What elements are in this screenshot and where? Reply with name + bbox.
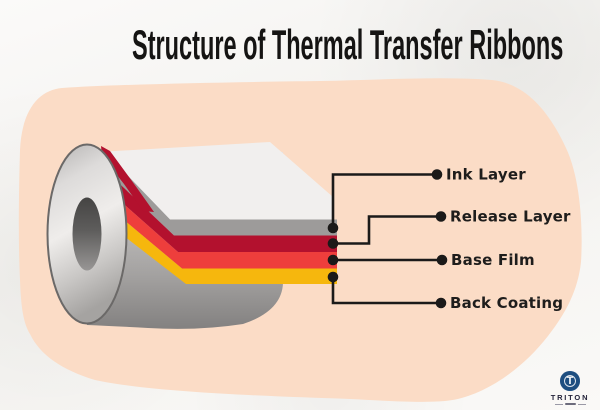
- base-film-dot: [327, 254, 339, 266]
- release-layer-band: [101, 168, 337, 252]
- peel-wedge: [101, 146, 154, 212]
- callout-lines: [331, 173, 442, 305]
- layer-end-dots: [327, 222, 339, 283]
- release-layer-label-dot: [435, 211, 447, 222]
- base-film-band: [100, 184, 337, 269]
- logo-tagline-marks: [547, 403, 593, 405]
- logo-brand-name: TRITON: [550, 393, 590, 402]
- back-coating-band: [98, 200, 337, 284]
- ink-layer-dot: [327, 222, 339, 234]
- back-coating-dot: [327, 271, 339, 283]
- release-layer-connector: [333, 215, 441, 245]
- ink-layer-label-dot: [431, 169, 443, 180]
- roll-core-hole: [72, 197, 102, 271]
- ink-layer-label: Ink Layer: [446, 166, 526, 184]
- release-layer-dot: [327, 238, 339, 249]
- ink-layer-band: [103, 152, 337, 236]
- label-side-dots: [431, 169, 448, 309]
- callout-labels: Ink Layer Release Layer Base Film Back C…: [446, 166, 571, 313]
- back-coating-connector: [331, 277, 441, 305]
- release-layer-label: Release Layer: [450, 208, 571, 226]
- ink-layer-connector: [331, 173, 437, 228]
- back-coating-label: Back Coating: [450, 294, 563, 312]
- brand-logo: T TRITON: [547, 371, 593, 405]
- logo-icon-letter: T: [566, 375, 574, 387]
- base-film-label: Base Film: [451, 251, 535, 269]
- ribbon-top-sheet: [82, 142, 333, 220]
- back-coating-label-dot: [435, 297, 447, 309]
- logo-icon: T: [560, 371, 580, 391]
- base-film-label-dot: [436, 254, 448, 266]
